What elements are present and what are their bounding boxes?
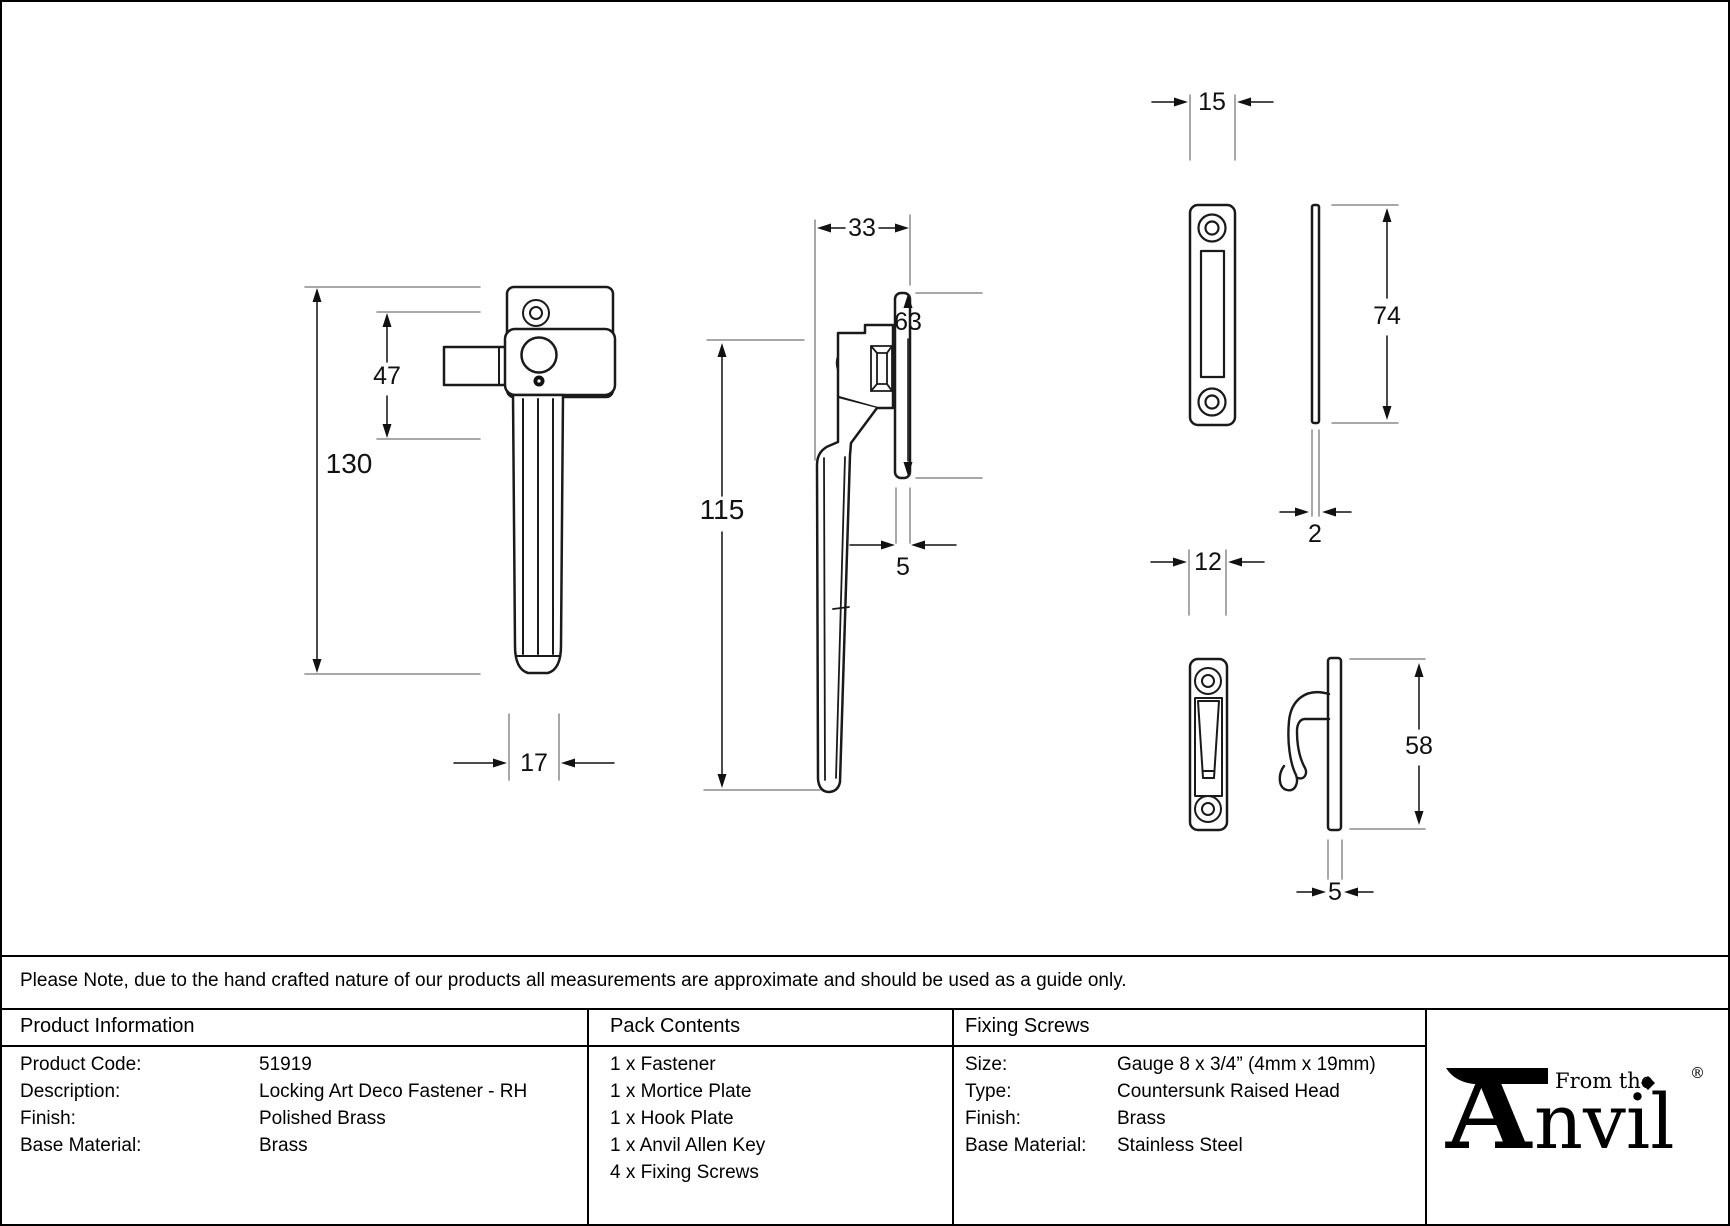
dim-label-backplate-thickness: 5: [896, 553, 910, 581]
measurement-note: Please Note, due to the hand crafted nat…: [20, 970, 1127, 991]
technical-drawings: 130 47: [304, 88, 1433, 906]
screw-base-material-value: Stainless Steel: [1117, 1135, 1243, 1156]
pack-item-fastener: 1 x Fastener: [610, 1054, 716, 1075]
svg-text:A: A: [1445, 1045, 1533, 1162]
product-code-label: Product Code:: [20, 1054, 142, 1075]
description-label: Description:: [20, 1081, 121, 1102]
logo-name-text: nvil: [1534, 1077, 1675, 1162]
from-the-anvil-logo: A From the nvil ®: [1445, 1045, 1705, 1162]
screw-finish-value: Brass: [1117, 1108, 1166, 1129]
dim-label-side-height: 115: [700, 494, 745, 525]
pack-contents-header: Pack Contents: [610, 1015, 741, 1037]
note-row-top-border: [2, 955, 1728, 957]
table-top-border: [2, 1008, 1728, 1010]
pack-item-allen-key: 1 x Anvil Allen Key: [610, 1135, 766, 1156]
dim-label-hook-thickness: 5: [1328, 878, 1342, 906]
table-divider-2: [952, 1008, 954, 1224]
table-divider-3: [1425, 1008, 1427, 1224]
fixing-screws-header: Fixing Screws: [965, 1015, 1090, 1037]
dim-label-mortice-height: 74: [1373, 302, 1401, 330]
screw-finish-label: Finish:: [965, 1108, 1021, 1129]
dim-label-mortice-width: 15: [1198, 88, 1226, 116]
hook-plate-view: 12 58: [1150, 548, 1433, 906]
finish-label: Finish:: [20, 1108, 76, 1129]
finish-value: Polished Brass: [259, 1108, 386, 1129]
screw-size-label: Size:: [965, 1054, 1008, 1075]
table-header-border: [2, 1045, 1425, 1047]
base-material-value: Brass: [259, 1135, 308, 1156]
dim-label-hook-height: 58: [1405, 732, 1433, 760]
mortice-plate-view: 15 74: [1151, 88, 1401, 548]
fastener-front-view: 130 47: [304, 285, 617, 781]
fastener-side-view: 33 115 63: [700, 214, 983, 794]
description-value: Locking Art Deco Fastener - RH: [259, 1081, 528, 1102]
product-code-value: 51919: [259, 1054, 312, 1075]
dim-label-fastener-width: 17: [520, 749, 548, 777]
screw-type-label: Type:: [965, 1081, 1012, 1102]
logo-prefix-text: From the: [1555, 1069, 1653, 1093]
dim-label-fastener-height: 130: [326, 448, 373, 479]
screw-size-value: Gauge 8 x 3/4” (4mm x 19mm): [1117, 1054, 1376, 1075]
pack-item-mortice-plate: 1 x Mortice Plate: [610, 1081, 752, 1102]
pack-item-hook-plate: 1 x Hook Plate: [610, 1108, 734, 1129]
logo-diamond-icon: [1641, 1076, 1655, 1090]
dim-label-hook-width: 12: [1194, 548, 1222, 576]
dim-label-side-depth: 33: [848, 214, 876, 242]
pack-item-fixing-screws: 4 x Fixing Screws: [610, 1162, 759, 1183]
screw-base-material-label: Base Material:: [965, 1135, 1087, 1156]
registered-trademark-symbol: ®: [1690, 1064, 1705, 1082]
base-material-label: Base Material:: [20, 1135, 142, 1156]
product-information-header: Product Information: [20, 1015, 195, 1037]
table-divider-1: [587, 1008, 589, 1224]
anvil-a-icon: A: [1445, 1045, 1548, 1162]
dim-label-fastener-upper: 47: [373, 362, 401, 390]
dim-label-mortice-thickness: 2: [1308, 520, 1322, 548]
screw-type-value: Countersunk Raised Head: [1117, 1081, 1340, 1102]
dim-label-backplate-height: 63: [894, 308, 922, 336]
